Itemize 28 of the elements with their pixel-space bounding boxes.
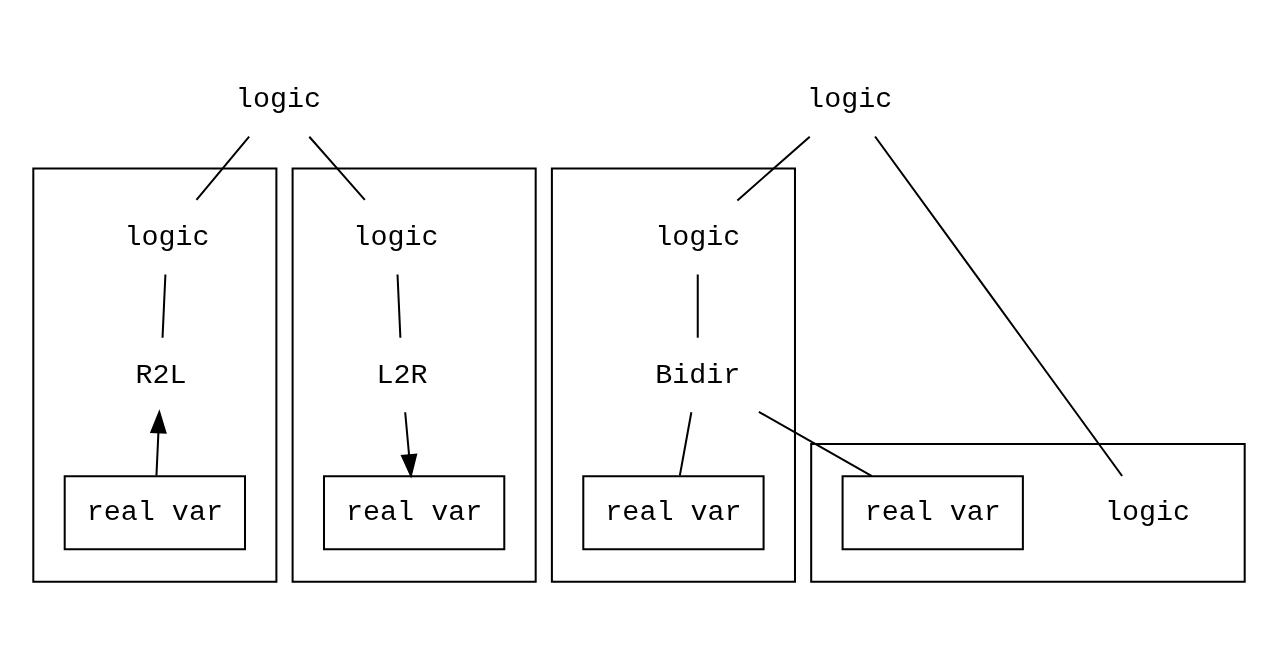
connector bbox=[161, 274, 167, 338]
cluster bbox=[810, 442, 1246, 583]
node-text: logic bbox=[235, 83, 321, 117]
connector bbox=[736, 135, 811, 202]
node-box: real var bbox=[323, 475, 506, 551]
arrow bbox=[400, 412, 418, 479]
connector bbox=[874, 135, 1123, 477]
node-text: logic bbox=[353, 220, 439, 254]
connector bbox=[308, 136, 366, 201]
connector bbox=[696, 274, 699, 338]
node-box: real var bbox=[63, 475, 246, 551]
arrow bbox=[149, 409, 167, 476]
node-text: logic bbox=[655, 220, 741, 254]
cluster bbox=[291, 167, 537, 583]
node-text: Bidir bbox=[655, 358, 741, 392]
node-text: logic bbox=[807, 83, 893, 117]
cluster bbox=[32, 167, 278, 583]
connector bbox=[396, 274, 402, 338]
node-text: L2R bbox=[376, 358, 428, 392]
node-text: logic bbox=[1104, 496, 1191, 530]
node-box: real var bbox=[582, 475, 765, 551]
connector bbox=[195, 136, 250, 201]
connector bbox=[758, 411, 873, 478]
node-text: logic bbox=[124, 220, 210, 254]
node-box: real var bbox=[841, 475, 1024, 551]
node-text: R2L bbox=[135, 358, 187, 392]
connector bbox=[678, 412, 693, 476]
cluster bbox=[550, 167, 796, 583]
